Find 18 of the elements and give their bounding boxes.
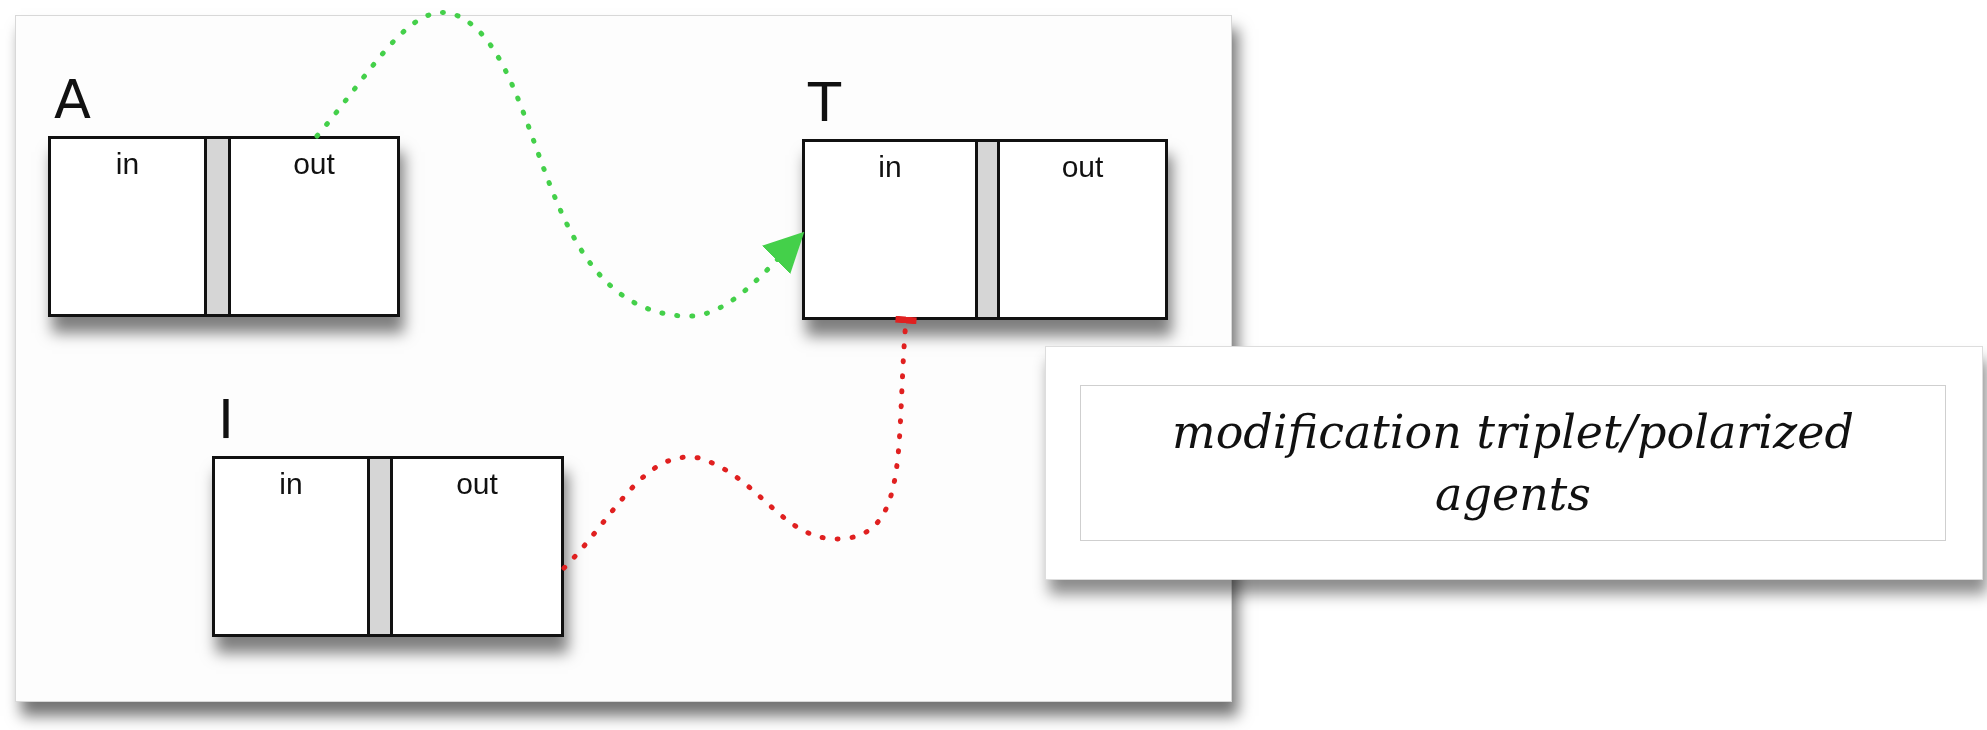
port-box: [390, 459, 561, 634]
agent-label: A: [54, 70, 91, 130]
port-box: [805, 142, 978, 317]
dotted-arrow: [314, 10, 805, 319]
port-box: [997, 142, 1165, 317]
port-label: out: [1061, 150, 1104, 184]
port-label: in: [878, 150, 902, 184]
note-card: [1045, 346, 1983, 580]
note-text: modification triplet/polarized agents: [1171, 404, 1855, 523]
port-label: out: [456, 467, 498, 501]
agent-label: I: [218, 390, 234, 450]
agent-label: T: [808, 73, 841, 133]
port-label: in: [115, 147, 140, 181]
port-box: [51, 139, 207, 314]
port-box: [228, 139, 397, 314]
port-label: out: [293, 147, 335, 181]
port-box: [215, 459, 370, 634]
port-label: in: [279, 467, 303, 501]
